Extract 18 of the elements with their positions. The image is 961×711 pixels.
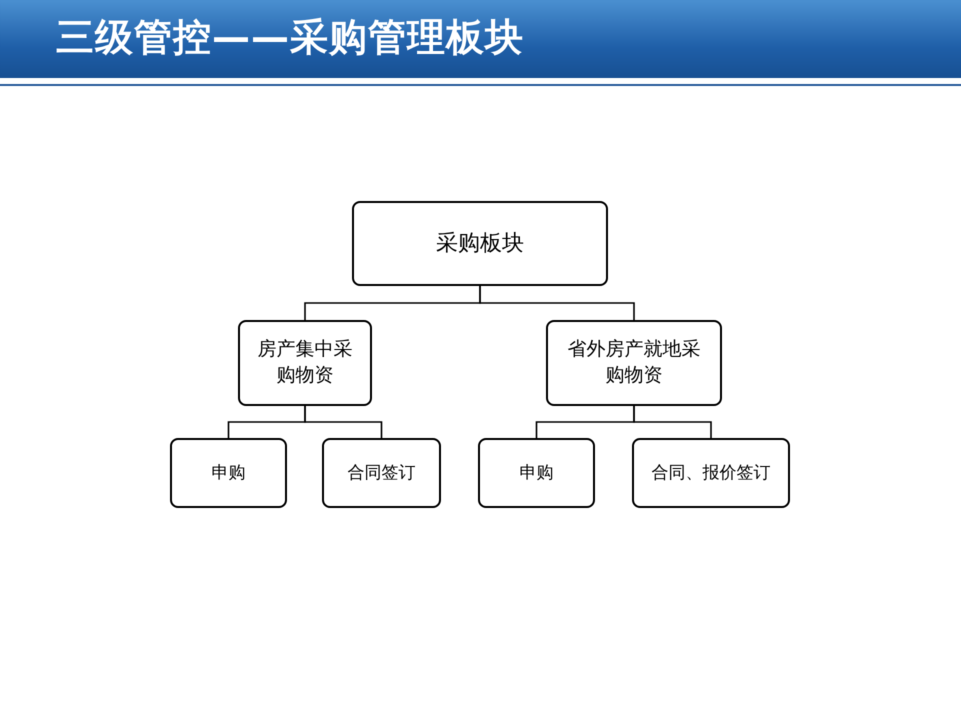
process-box [352,201,608,286]
box-label: 采购板块 [436,230,524,258]
process-box [322,438,441,508]
box-label: 申购 [520,462,554,484]
box-label: 省外房产就地采购物资 [566,337,702,388]
box-label: 申购 [212,462,246,484]
box-label: 合同、报价签订 [652,462,770,484]
process-box [478,438,595,508]
box-label: 房产集中采购物资 [256,337,354,388]
process-box [546,320,722,406]
connector-line [304,406,382,438]
process-box [238,320,372,406]
connector-line [633,406,712,438]
box-label: 合同签订 [348,462,416,484]
connector-line [479,286,635,320]
process-box [170,438,287,508]
process-box [632,438,790,508]
slide-title: 三级管控——采购管理板块 [56,14,524,61]
